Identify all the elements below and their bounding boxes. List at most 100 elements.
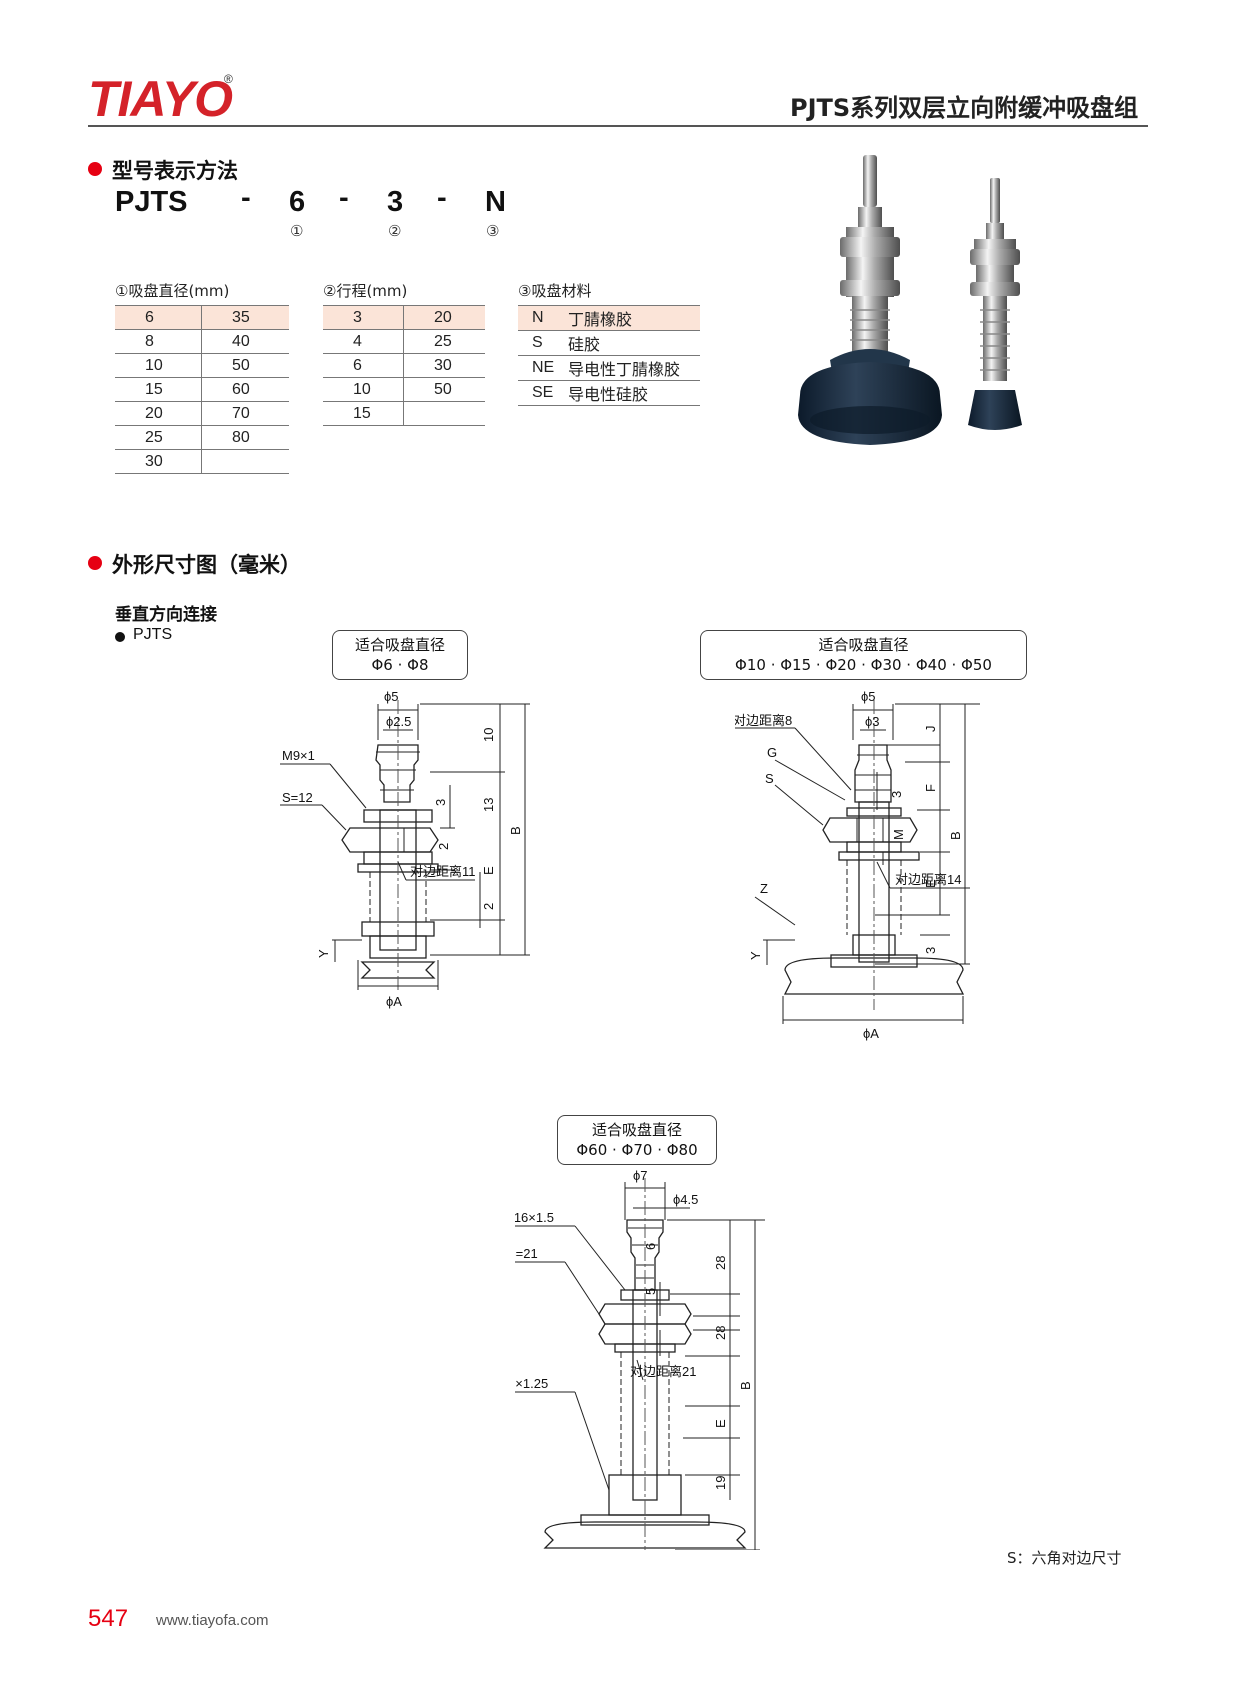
across-label: 对边距离14 [895,872,961,887]
table-row: 30 [115,449,289,474]
dim-label: E [713,1419,728,1428]
dim-label: 6 [643,1243,658,1250]
code-marker-3: ③ [486,222,500,240]
section-title-model: 型号表示方法 [112,159,238,183]
diagram-3-range-box: 适合吸盘直径 Φ60 · Φ70 · Φ80 [557,1115,717,1165]
range-values: Φ10 · Φ15 · Φ20 · Φ30 · Φ40 · Φ50 [735,656,992,674]
code-marker-2: ② [388,222,402,240]
table-row: 15 [323,401,485,426]
large-suction-unit [798,155,942,445]
range-title: 适合吸盘直径 [818,636,909,654]
dim-label: 28 [713,1256,728,1270]
dim-label: F [923,784,938,792]
bullet-icon [115,632,125,642]
section-title-dimensions: 外形尺寸图（毫米） [112,553,301,577]
range-values: Φ6 · Φ8 [371,656,429,674]
diagram-2-drawing: ϕ5 ϕ3 对边距离8 G S J F 3 M E 3 B 对边距离14 Z Y… [735,690,980,1041]
page-number: 547 [88,1605,129,1632]
dim-label: ϕ5 [384,690,399,704]
across-label: 对边距离8 [735,713,792,728]
registered-mark: ® [224,72,233,86]
dim-label: 2 [436,843,451,850]
dim-label: ϕA [386,994,402,1009]
dim-label: 3 [923,947,938,954]
bullet-icon [88,556,102,570]
dim-label: 3 [433,799,448,806]
range-values: Φ60 · Φ70 · Φ80 [576,1141,698,1159]
dim-label: S [765,771,774,786]
dim-label: ϕ5 [861,690,876,704]
model-label: PJTS [133,626,173,643]
dim-label: 19 [713,1476,728,1490]
code-dash-2: - [339,182,349,214]
small-suction-unit [968,178,1022,430]
dim-label: Y [748,951,763,960]
dim-label: ϕ7 [633,1170,648,1183]
bullet-icon [88,162,102,176]
code-part-2: 3 [387,186,404,218]
dim-label: Z [760,881,768,896]
dim-label: E [923,879,938,888]
dim-label: J [923,726,938,733]
across-label: 对边距离11 [410,864,476,879]
table-caption-stroke: ②行程(mm) [323,282,408,300]
code-part-3: N [485,186,506,218]
dim-label: Y [515,1536,518,1545]
dim-label: 28 [713,1326,728,1340]
diagram-3-drawing: ϕ7 ϕ4.5 M16×1.5 S=21 28 28 6 5 E 19 B 对边… [515,1170,765,1550]
connection-subtitle: 垂直方向连接 [115,605,217,625]
dim-label: ϕ2.5 [386,714,411,729]
dim-label: M [891,829,906,840]
code-part-1: 6 [289,186,306,218]
range-title: 适合吸盘直径 [354,636,445,654]
dim-label: ϕ4.5 [673,1192,698,1207]
hex-label: S=21 [515,1246,538,1261]
dim-label: 10 [481,728,496,742]
hex-note: S：六角对边尺寸 [1007,1549,1122,1567]
table-caption-material: ③吸盘材料 [518,282,592,300]
code-prefix: PJTS [115,186,188,218]
website-link[interactable]: www.tiayofa.com [156,1612,269,1629]
dim-label: Y [316,949,331,958]
dim-label: 13 [481,798,496,812]
header-divider [88,125,1148,127]
range-title: 适合吸盘直径 [591,1121,682,1139]
diagram-2-range-box: 适合吸盘直径 Φ10 · Φ15 · Φ20 · Φ30 · Φ40 · Φ50 [700,630,1027,680]
code-dash-1: - [241,182,251,214]
hex-label: S=12 [282,790,313,805]
thread-label: M10×1.25 [515,1376,548,1391]
thread-label: M9×1 [282,748,315,763]
code-dash-3: - [437,182,447,214]
code-marker-1: ① [290,222,304,240]
page-title: PJTS系列双层立向附缓冲吸盘组 [790,94,1139,122]
dim-label: ϕA [863,1026,879,1041]
diagram-1-drawing: ϕ5 ϕ2.5 M9×1 S=12 10 13 3 2 2 E B Y ϕA 对… [280,690,530,1009]
dim-label: B [948,831,963,840]
table-caption-diameter: ①吸盘直径(mm) [115,282,230,300]
dim-label: 3 [889,791,904,798]
dim-label: B [508,826,523,835]
dim-label: ϕ3 [865,714,880,729]
dim-label: 2 [481,903,496,910]
diagram-1-range-box: 适合吸盘直径 Φ6 · Φ8 [332,630,468,680]
product-photo [798,155,1022,445]
dim-label: E [481,866,496,875]
dim-label: B [738,1381,753,1390]
thread-label: M16×1.5 [515,1210,554,1225]
